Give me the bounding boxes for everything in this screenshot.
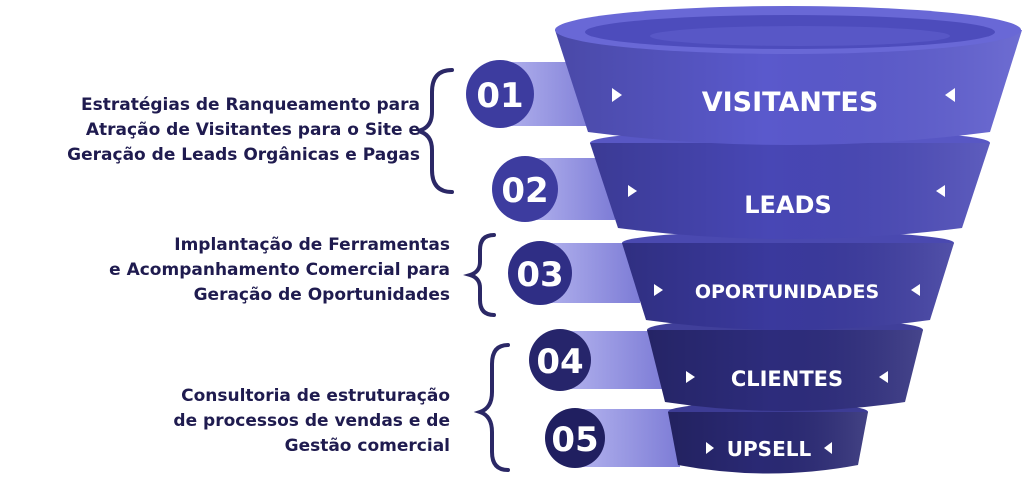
badge-02: 02 bbox=[492, 156, 615, 222]
description-oportunidades: Implantação de Ferramentas e Acompanhame… bbox=[109, 233, 450, 308]
description-line: e Acompanhamento Comercial para bbox=[109, 260, 450, 280]
description-line: Estratégias de Ranqueamento para bbox=[81, 95, 420, 115]
funnel-stage-leads: LEADS bbox=[590, 129, 990, 239]
description-line: Geração de Leads Orgânicas e Pagas bbox=[67, 145, 420, 165]
description-line: Implantação de Ferramentas bbox=[174, 235, 450, 255]
funnel-stage-clientes: CLIENTES bbox=[647, 318, 923, 411]
badge-05-number: 05 bbox=[551, 420, 598, 460]
chevron-right-icon bbox=[612, 88, 622, 102]
badge-03-number: 03 bbox=[516, 255, 563, 295]
chevron-left-icon bbox=[945, 88, 955, 102]
chevron-left-icon bbox=[911, 284, 920, 296]
chevron-right-icon bbox=[628, 185, 637, 197]
badge-02-number: 02 bbox=[501, 171, 548, 211]
stage-label-visitantes: VISITANTES bbox=[702, 87, 879, 118]
stage-label-clientes: CLIENTES bbox=[731, 367, 843, 391]
stage-label-oportunidades: OPORTUNIDADES bbox=[695, 281, 879, 303]
badge-04: 04 bbox=[529, 329, 665, 391]
chevron-right-icon bbox=[654, 284, 663, 296]
badge-01-number: 01 bbox=[476, 76, 523, 116]
brace-2 bbox=[463, 233, 496, 317]
stage-label-leads: LEADS bbox=[744, 191, 831, 219]
brace-3 bbox=[473, 343, 510, 472]
badge-03: 03 bbox=[508, 241, 640, 305]
description-line: Gestão comercial bbox=[284, 436, 450, 456]
funnel-stage-oportunidades: OPORTUNIDADES bbox=[622, 231, 954, 330]
funnel-stage-upsell: UPSELL bbox=[668, 402, 868, 474]
chevron-right-icon bbox=[706, 442, 714, 454]
description-line: Consultoria de estruturação bbox=[181, 386, 450, 406]
badge-04-number: 04 bbox=[536, 342, 583, 382]
description-line: de processos de vendas e de bbox=[173, 411, 450, 431]
description-visitantes-leads: Estratégias de Ranqueamento para Atração… bbox=[67, 93, 420, 168]
badge-05: 05 bbox=[545, 408, 680, 468]
chevron-left-icon bbox=[824, 442, 832, 454]
description-clientes-upsell: Consultoria de estruturação de processos… bbox=[173, 384, 450, 459]
funnel-stage-visitantes: VISITANTES bbox=[555, 6, 1022, 145]
chevron-right-icon bbox=[686, 371, 695, 383]
description-line: Geração de Oportunidades bbox=[193, 285, 450, 305]
chevron-left-icon bbox=[936, 185, 945, 197]
description-line: Atração de Visitantes para o Site e bbox=[85, 120, 420, 140]
chevron-left-icon bbox=[879, 371, 888, 383]
brace-1 bbox=[417, 68, 454, 194]
stage-label-upsell: UPSELL bbox=[727, 437, 812, 461]
